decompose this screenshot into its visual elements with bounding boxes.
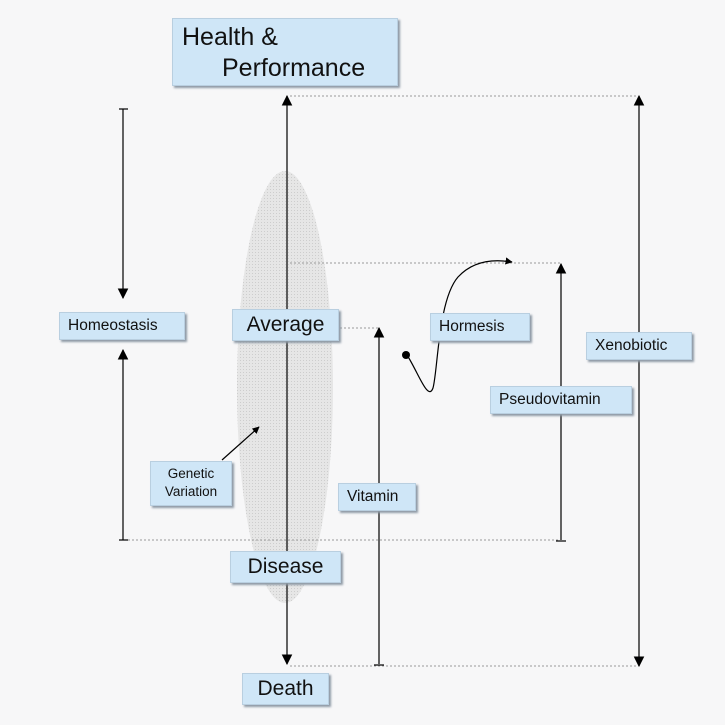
death-label: Death [242,673,329,705]
hormesis-label: Hormesis [430,313,530,341]
vitamin-label: Vitamin [338,483,416,511]
guide-lines [128,95,638,667]
pseudovitamin-label: Pseudovitamin [490,386,632,414]
health-performance-title: Health & Performance [172,18,398,86]
genetic-variation-pointer [221,426,260,461]
genetic-variation-ellipse [237,171,333,603]
xenobiotic-label: Xenobiotic [586,332,692,360]
title-line-2: Performance [222,54,366,82]
title-line-1: Health & [182,23,278,51]
disease-label: Disease [230,551,341,583]
genetic-variation-label: Genetic Variation [150,461,232,506]
average-label: Average [232,309,339,341]
genetic-line-1: Genetic [167,466,215,481]
hormesis-start-dot [402,351,410,359]
genetic-line-2: Variation [164,484,218,499]
homeostasis-label: Homeostasis [59,312,185,340]
